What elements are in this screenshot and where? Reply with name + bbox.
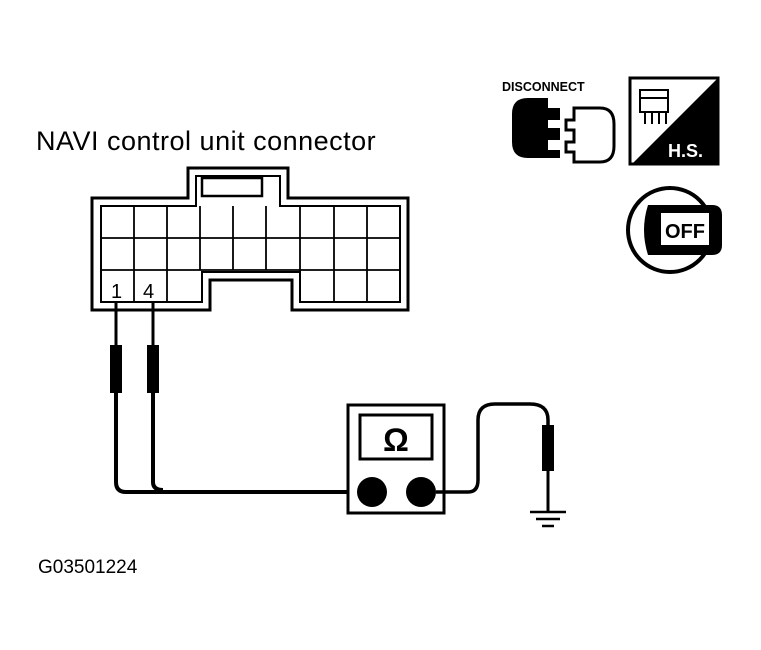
disconnect-label: DISCONNECT — [502, 80, 585, 94]
meter-terminal-right — [406, 477, 436, 507]
ohmmeter — [346, 403, 446, 515]
figure-id: G03501224 — [38, 557, 138, 578]
ignition-off-label: OFF — [665, 221, 705, 243]
ground-symbol-icon — [530, 510, 566, 528]
pin-label-1: 1 — [111, 281, 122, 303]
pin-label-4: 4 — [143, 281, 154, 303]
ohm-symbol: Ω — [383, 422, 409, 458]
diagram-title: NAVI control unit connector — [36, 126, 377, 156]
ground-lead — [436, 402, 554, 512]
disconnect-connector-icon — [512, 98, 616, 164]
meter-terminal-left — [357, 477, 387, 507]
connector — [90, 166, 410, 312]
harness-side-label: H.S. — [668, 141, 703, 161]
ignition-off-icon — [626, 186, 722, 274]
harness-side-icon — [628, 76, 720, 166]
probe-leads — [110, 303, 350, 494]
